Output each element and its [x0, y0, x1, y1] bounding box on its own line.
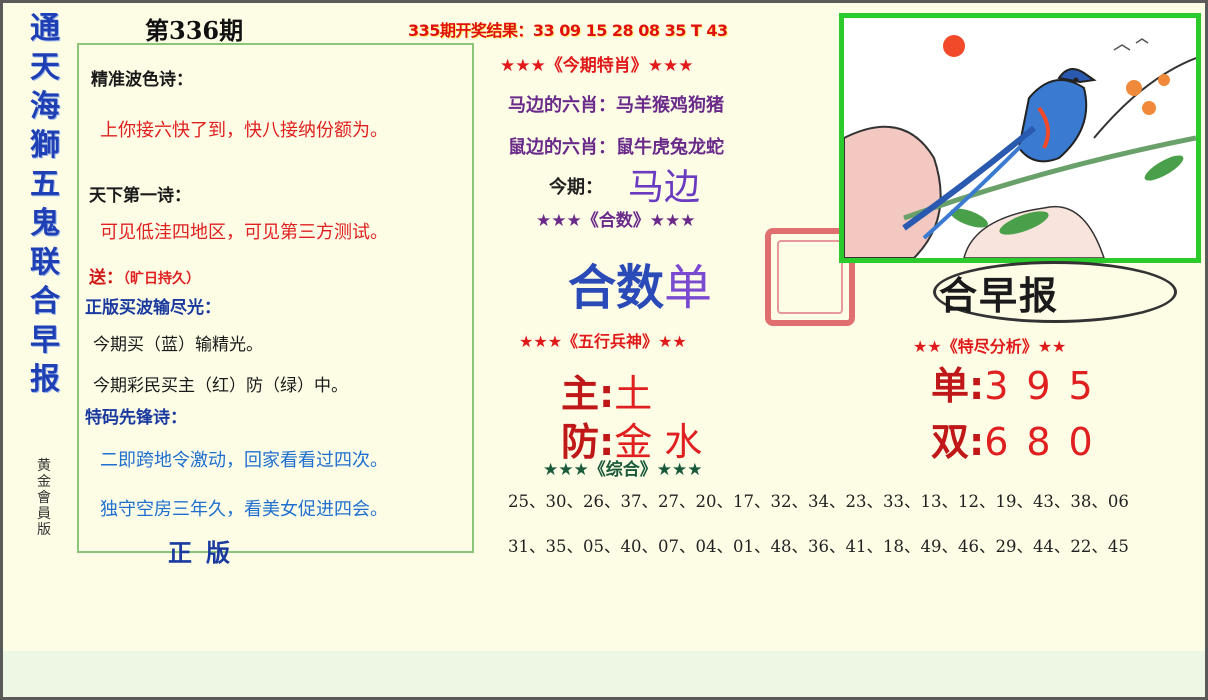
rock-shape [844, 125, 942, 258]
current-period-value: 马边 [628, 167, 701, 208]
twig-shape [1093, 57, 1196, 139]
current-period-label: 今期： [549, 177, 603, 198]
gift-text: （旷日持久） [123, 271, 200, 287]
composite-numbers-row-2: 31、35、05、40、07、04、01、48、36、41、18、49、46、2… [508, 537, 1129, 556]
bird-body-shape [1017, 79, 1088, 163]
sum-value: 单 [664, 260, 713, 316]
odd-label: 单: [931, 364, 985, 408]
rat-side-six: 鼠边的六肖：鼠牛虎兔龙蛇 [508, 137, 724, 158]
issue-number: 第336期 [145, 16, 244, 45]
side-title-char: 天 [30, 50, 60, 85]
wave-loss-line-1: 今期买（蓝）输精光。 [93, 335, 263, 355]
gift-line: 送：（旷日持久） [89, 263, 200, 288]
poem-panel [77, 43, 474, 553]
even-value: 680 [984, 420, 1111, 464]
even-label: 双: [931, 420, 985, 464]
side-title-char: 五 [30, 167, 60, 202]
side-title-char: 獅 [30, 128, 60, 163]
early-news-oval [933, 261, 1177, 323]
sum-heading: ★★★《合数》★★★ [536, 211, 696, 231]
special-zodiac-heading: ★★★《今期特肖》★★★ [500, 56, 694, 76]
first-poem: 可见低洼四地区，可见第三方测试。 [100, 222, 388, 243]
guard-element-label: 防: [561, 420, 615, 464]
wave-color-poem-heading: 精准波色诗： [91, 70, 193, 90]
odd-value: 395 [984, 364, 1111, 408]
side-title-char: 鬼 [30, 206, 60, 241]
leaf-icon [950, 208, 988, 228]
leaf-icon [1144, 155, 1184, 181]
horse-side-six: 马边的六肖：马羊猴鸡狗猪 [508, 95, 724, 116]
pioneer-poem-heading: 特码先锋诗： [85, 408, 187, 428]
hill-shape [963, 205, 1105, 258]
gift-label: 送： [89, 268, 123, 288]
pioneer-poem-line-2: 独守空房三年久，看美女促进四会。 [100, 499, 388, 520]
side-title-char: 早 [30, 323, 60, 358]
berry-icon [1126, 80, 1142, 96]
wave-color-poem: 上你接六快了到，快八接纳份额为。 [100, 120, 388, 141]
guard-element-line: 防:金 水 [561, 411, 702, 466]
exhaustive-analysis-heading: ★★《特尽分析》★★ [913, 337, 1067, 356]
bird-illustration [839, 13, 1201, 263]
composite-numbers-row-1: 25、30、26、37、27、20、17、32、34、23、33、13、12、1… [508, 492, 1129, 511]
branch-shape [903, 135, 1196, 221]
wave-loss-heading: 正版买波输尽光： [85, 298, 221, 318]
main-element-label: 主: [561, 372, 615, 416]
genuine-label: 正版 [168, 538, 244, 567]
pioneer-poem-line-1: 二即跨地令激动，回家看看过四次。 [100, 450, 388, 471]
odd-line: 单:395 [931, 355, 1111, 410]
main-element-line: 主:土 [561, 363, 652, 418]
bird-head-shape [1057, 68, 1097, 84]
side-title-char: 通 [30, 11, 60, 46]
sum-line: 合数单 [568, 248, 712, 318]
side-title-char: 海 [30, 89, 60, 124]
berry-icon [1158, 74, 1170, 86]
wave-loss-line-2: 今期彩民买主（红）防（绿）中。 [93, 376, 348, 396]
leaf-icon [999, 211, 1049, 235]
bird-drawing [844, 35, 1196, 258]
side-title-char: 联 [30, 245, 60, 280]
side-title-char: 合 [30, 284, 60, 319]
side-title-char: 报 [30, 362, 60, 397]
even-line: 双:680 [931, 411, 1111, 466]
bird-eye-icon [1073, 77, 1079, 83]
stamp-frame [765, 228, 855, 326]
guard-element-value: 金 水 [614, 420, 703, 464]
composite-heading: ★★★《综合》★★★ [543, 460, 703, 480]
sun-icon [943, 35, 965, 57]
berry-icon [1142, 101, 1156, 115]
bottom-strip [3, 651, 1205, 697]
member-edition-label: 黄金會員版 [37, 458, 51, 538]
first-poem-heading: 天下第一诗： [89, 186, 191, 206]
early-news-title: 合早报 [939, 274, 1060, 318]
draw-result: 335期开奖结果：33 09 15 28 08 35 T 43 [408, 21, 728, 40]
bird-wing-stripe [1037, 106, 1050, 149]
birds-icon [1113, 38, 1149, 51]
bird-tail-shape [922, 136, 1031, 240]
main-element-value: 土 [614, 372, 653, 416]
stamp-inner-frame [777, 240, 843, 314]
side-title: 通 天 海 獅 五 鬼 联 合 早 报 [15, 9, 75, 399]
five-elements-heading: ★★★《五行兵神》★★ [519, 332, 687, 351]
sum-label: 合数 [568, 260, 665, 316]
bird-tail-shape [902, 125, 1036, 231]
